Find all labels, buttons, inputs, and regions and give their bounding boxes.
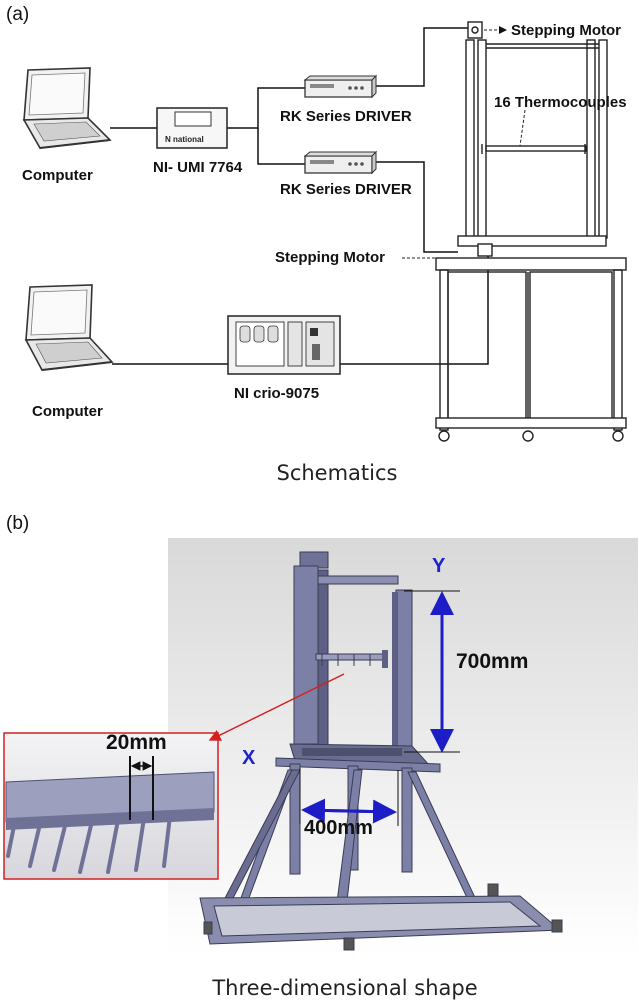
- panel-b-label: (b): [6, 513, 29, 534]
- rk-driver-1-box: [303, 74, 378, 99]
- x-dimension: [299, 768, 399, 826]
- lower-stand-render: [199, 757, 563, 951]
- inset-detail: [3, 732, 219, 880]
- leader-lines: [402, 26, 526, 259]
- rk-driver-2-label: RK Series DRIVER: [280, 181, 412, 198]
- ni-crio-label: NI crio-9075: [234, 385, 319, 402]
- ni-crio-box: [227, 315, 341, 375]
- rig-schematic: [435, 21, 627, 442]
- laptop-icon-bottom: [24, 284, 114, 371]
- dimension-400-label: 400mm: [304, 817, 373, 839]
- panel-a-label: (a): [6, 4, 29, 25]
- dimension-20-label: 20mm: [106, 731, 167, 754]
- rk-driver-1-label: RK Series DRIVER: [280, 108, 412, 125]
- computer-bottom-label: Computer: [32, 403, 103, 420]
- axis-y-label: Y: [432, 555, 446, 577]
- ni-umi-box: N national: [156, 107, 228, 149]
- callout-arrow: [208, 673, 345, 741]
- rk-driver-2-box: [303, 150, 378, 175]
- stepping-motor-top-label: Stepping Motor: [511, 22, 621, 39]
- schematics-caption: Schematics: [277, 461, 398, 485]
- thermocouples-label: 16 Thermocouples: [494, 94, 627, 111]
- computer-top-label: Computer: [22, 167, 93, 184]
- upper-frame-render: [289, 551, 432, 767]
- connection-lines: [110, 27, 489, 365]
- three-dimensional-caption: Three-dimensional shape: [211, 976, 477, 1000]
- ni-umi-brand: N national: [165, 135, 204, 144]
- y-dimension: [404, 590, 460, 753]
- ni-umi-label: NI- UMI 7764: [153, 159, 243, 176]
- laptop-icon-top: [22, 67, 112, 149]
- stepping-motor-mid-label: Stepping Motor: [275, 249, 385, 266]
- dimension-700-label: 700mm: [456, 650, 528, 673]
- axis-x-label: X: [242, 747, 256, 769]
